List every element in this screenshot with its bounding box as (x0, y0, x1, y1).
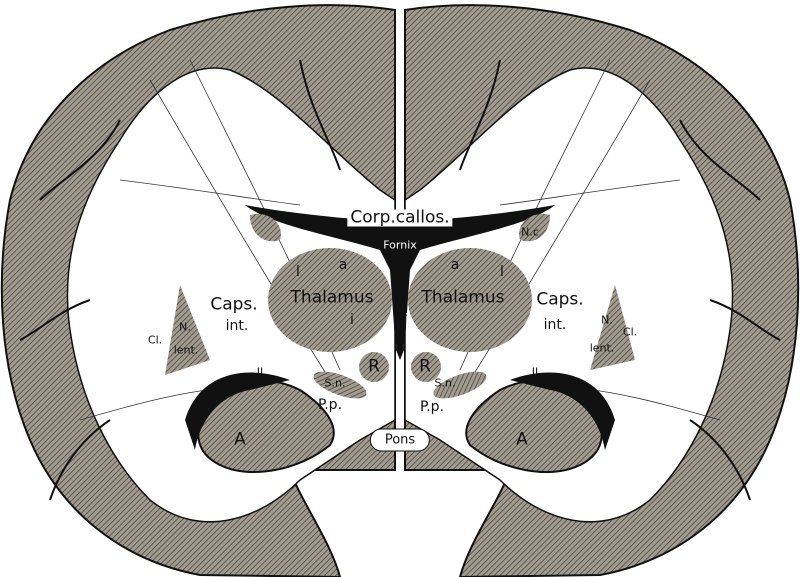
label-lent-left: lent. (173, 343, 199, 357)
label-nucleus-caudatus: N.c (521, 225, 539, 239)
label-caps-right: Caps. (536, 289, 584, 310)
label-fornix: Fornix (383, 238, 417, 252)
thalamus-left (268, 248, 392, 352)
red-nucleus-right (411, 352, 441, 382)
label-pp-left: P.p. (317, 397, 343, 413)
caudate-left (250, 214, 281, 242)
label-sn-right: S.n. (434, 376, 456, 390)
label-claustrum-left: Cl. (147, 333, 163, 347)
label-thalamus-left: Thalamus (290, 287, 374, 308)
label-lent-right: lent. (589, 341, 615, 355)
sulci (19, 59, 781, 501)
label-ii-right: II (531, 365, 539, 379)
label-claustrum-right: Cl. (622, 325, 638, 339)
caudate-right (519, 214, 550, 242)
lentiform-left (165, 285, 210, 375)
label-l-left: l (296, 264, 300, 280)
label-sn-left: S.n. (324, 376, 346, 390)
label-a-hippocampus-right: A (516, 429, 528, 450)
label-r-right: R (419, 356, 431, 377)
label-n-left: N. (179, 320, 191, 334)
label-a-hippocampus-left: A (234, 429, 246, 450)
lentiform-right (590, 285, 635, 370)
label-a-right: a (450, 257, 460, 273)
label-thalamus-right: Thalamus (421, 287, 505, 308)
label-ii-left: II (256, 365, 264, 379)
label-corpus-callosum: Corp.callos. (347, 209, 453, 227)
label-pp-right: P.p. (419, 399, 445, 415)
label-int-left: int. (225, 318, 249, 334)
label-n-right: N. (601, 313, 613, 327)
label-l-right: l (500, 264, 504, 280)
label-int-right: int. (543, 317, 567, 333)
label-r-left: R (368, 356, 380, 377)
label-caps-left: Caps. (210, 294, 258, 315)
label-i-left: i (350, 312, 354, 328)
label-i-right: i (405, 312, 409, 328)
label-pons: Pons (369, 428, 431, 452)
thalamus-right (408, 248, 532, 352)
label-a-left: a (338, 257, 348, 273)
red-nucleus-left (359, 352, 389, 382)
